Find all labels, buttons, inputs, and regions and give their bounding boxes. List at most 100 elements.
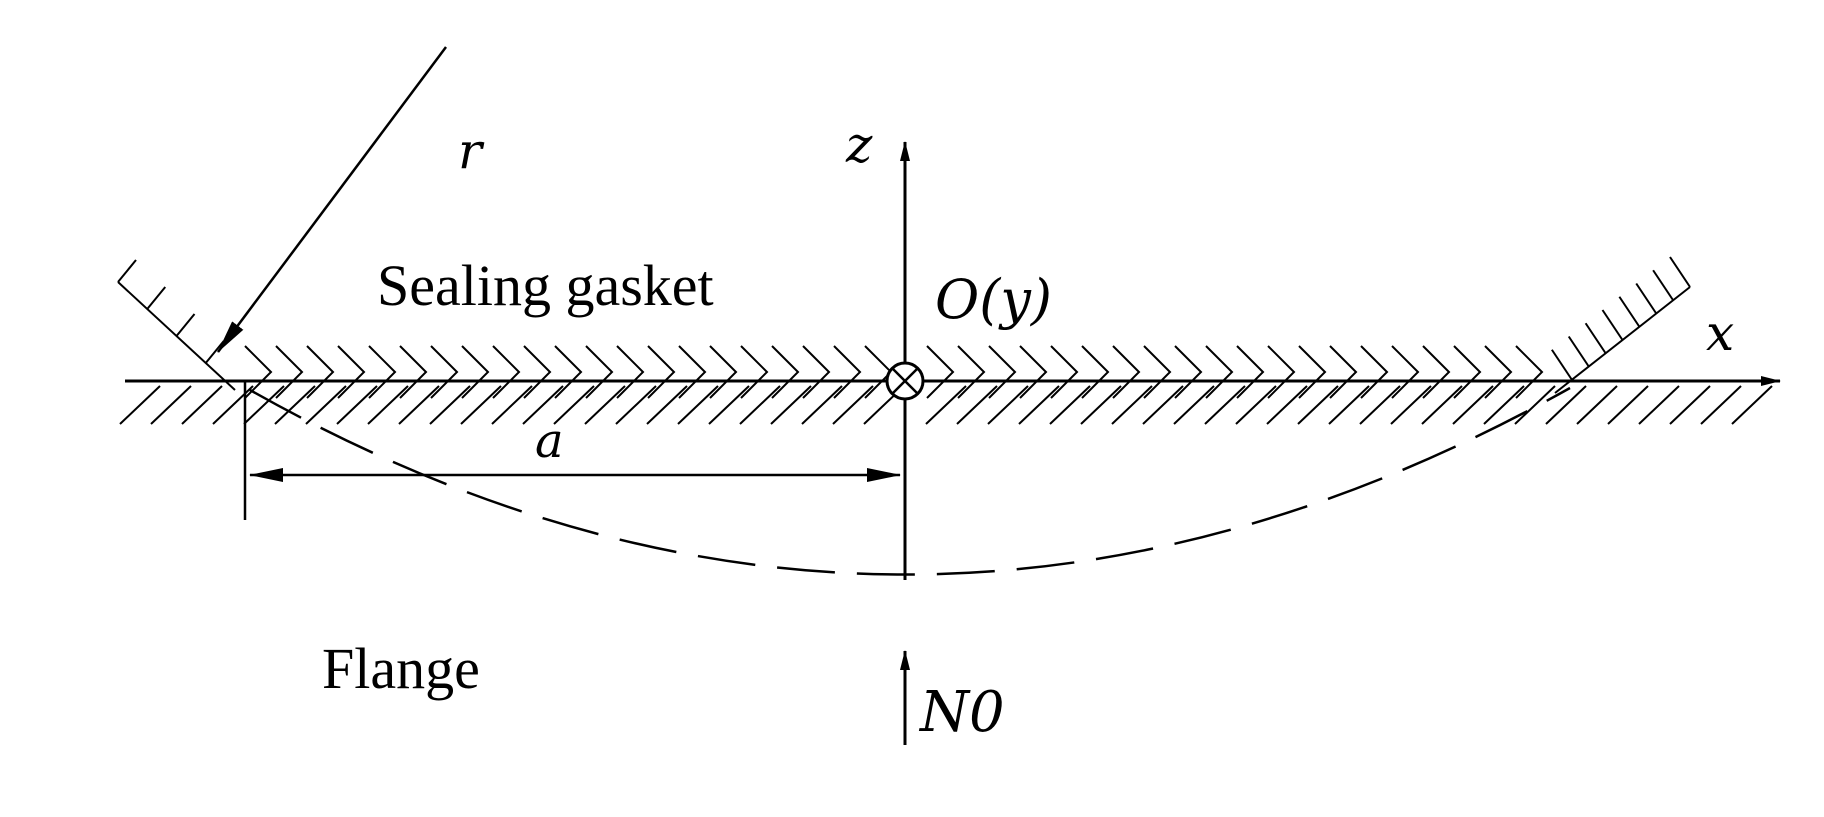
gasket-chevron: [1515, 345, 1544, 399]
flange-hatch-line: [305, 385, 347, 425]
origin-label: O(y): [935, 268, 1052, 331]
left-hatch-tick: [204, 340, 225, 364]
gasket-chevron: [399, 345, 428, 399]
flange-hatch-line: [243, 385, 285, 425]
gasket-chevron: [616, 345, 645, 399]
flange-hatch-line: [1607, 385, 1649, 425]
flange-hatch-line: [832, 385, 874, 425]
gasket-chevron: [957, 345, 986, 399]
flange-hatch-line: [1452, 385, 1494, 425]
gasket-chevron: [1391, 345, 1420, 399]
half-width-label: a: [535, 413, 564, 469]
flange-hatch-line: [987, 385, 1029, 425]
flange-hatch-line: [677, 385, 719, 425]
gasket-chevron: [1205, 345, 1234, 399]
flange-hatch-line: [646, 385, 688, 425]
gasket-chevron: [337, 345, 366, 399]
gasket-chevron-hatching: [244, 345, 1544, 399]
flange-hatch-line: [615, 385, 657, 425]
flange-hatch-line: [212, 385, 254, 425]
flange-hatch-line: [522, 385, 564, 425]
left-hatch-tick: [146, 286, 167, 310]
gasket-chevron: [1081, 345, 1110, 399]
flange-hatch-line: [708, 385, 750, 425]
flange-hatch-line: [584, 385, 626, 425]
flange-hatch-line: [1018, 385, 1060, 425]
radius-arrow: [216, 46, 448, 353]
gasket-chevron: [368, 345, 397, 399]
gasket-chevron: [275, 345, 304, 399]
gasket-chevron: [306, 345, 335, 399]
flange-hatch-line: [398, 385, 440, 425]
flange-hatch-line: [1576, 385, 1618, 425]
x-axis-label: x: [1706, 304, 1734, 362]
right-hatch-tick: [1567, 335, 1590, 368]
load-label: N0: [918, 680, 1005, 745]
flange-hatch-line: [1111, 385, 1153, 425]
left-hatch-tick: [117, 259, 137, 283]
flange-hatch-line: [1080, 385, 1122, 425]
right-hatch-tick: [1652, 269, 1674, 301]
flange-hatch-line: [1731, 385, 1773, 425]
gasket-chevron: [1453, 345, 1482, 399]
radius-label: r: [458, 122, 485, 180]
flange-hatch-line: [1545, 385, 1587, 425]
flange-hatch-line: [460, 385, 502, 425]
gasket-chevron: [1019, 345, 1048, 399]
flange-hatch-line: [429, 385, 471, 425]
origin-marker: [885, 361, 925, 401]
gasket-chevron: [802, 345, 831, 399]
flange-hatch-line: [1669, 385, 1711, 425]
gasket-chevron: [1329, 345, 1358, 399]
gasket-chevron: [1360, 345, 1389, 399]
flange-hatch-line: [274, 385, 316, 425]
gasket-chevron: [1422, 345, 1451, 399]
flange-hatch-line: [1297, 385, 1339, 425]
flange-hatch-line: [1173, 385, 1215, 425]
flange-hatch-line: [150, 385, 192, 425]
flange-hatch-line: [801, 385, 843, 425]
gasket-chevron: [430, 345, 459, 399]
gasket-chevron: [926, 345, 955, 399]
gasket-chevron: [647, 345, 676, 399]
gasket-chevron: [740, 345, 769, 399]
flange-hatch-line: [1638, 385, 1680, 425]
flange-hatch-line: [491, 385, 533, 425]
flange-hatch-line: [1483, 385, 1525, 425]
flange-hatch-line: [1359, 385, 1401, 425]
flange-hatch-line: [925, 385, 967, 425]
flange-label: Flange: [322, 636, 480, 701]
gasket-chevron: [1236, 345, 1265, 399]
flange-hatch-line: [1700, 385, 1742, 425]
right-hatch-tick: [1551, 349, 1573, 381]
gasket-chevron: [492, 345, 521, 399]
gasket-chevron: [585, 345, 614, 399]
gasket-chevron: [1298, 345, 1327, 399]
right-hatch-tick: [1618, 296, 1641, 328]
flange-hatch-line: [336, 385, 378, 425]
deformation-arc: [249, 386, 1571, 576]
flange-hatch-line: [181, 385, 223, 425]
gasket-chevron: [1143, 345, 1172, 399]
flange-hatch-line: [1235, 385, 1277, 425]
flange-hatch-line: [770, 385, 812, 425]
gasket-label: Sealing gasket: [377, 253, 714, 318]
z-axis-label: z: [845, 116, 873, 174]
right-hatch-tick: [1584, 322, 1607, 354]
gasket-chevron: [1050, 345, 1079, 399]
gasket-chevron: [1112, 345, 1141, 399]
gasket-chevron: [771, 345, 800, 399]
gasket-chevron: [1174, 345, 1203, 399]
flange-hatch-line: [367, 385, 409, 425]
gasket-chevron: [678, 345, 707, 399]
gasket-chevron: [244, 345, 273, 399]
flange-hatching: [119, 385, 1773, 425]
gasket-chevron: [833, 345, 862, 399]
gasket-chevron: [988, 345, 1017, 399]
gasket-chevron: [1484, 345, 1513, 399]
gasket-chevron: [1267, 345, 1296, 399]
flange-hatch-line: [1049, 385, 1091, 425]
right-hatch-tick: [1669, 256, 1691, 288]
flange-hatch-line: [1390, 385, 1432, 425]
